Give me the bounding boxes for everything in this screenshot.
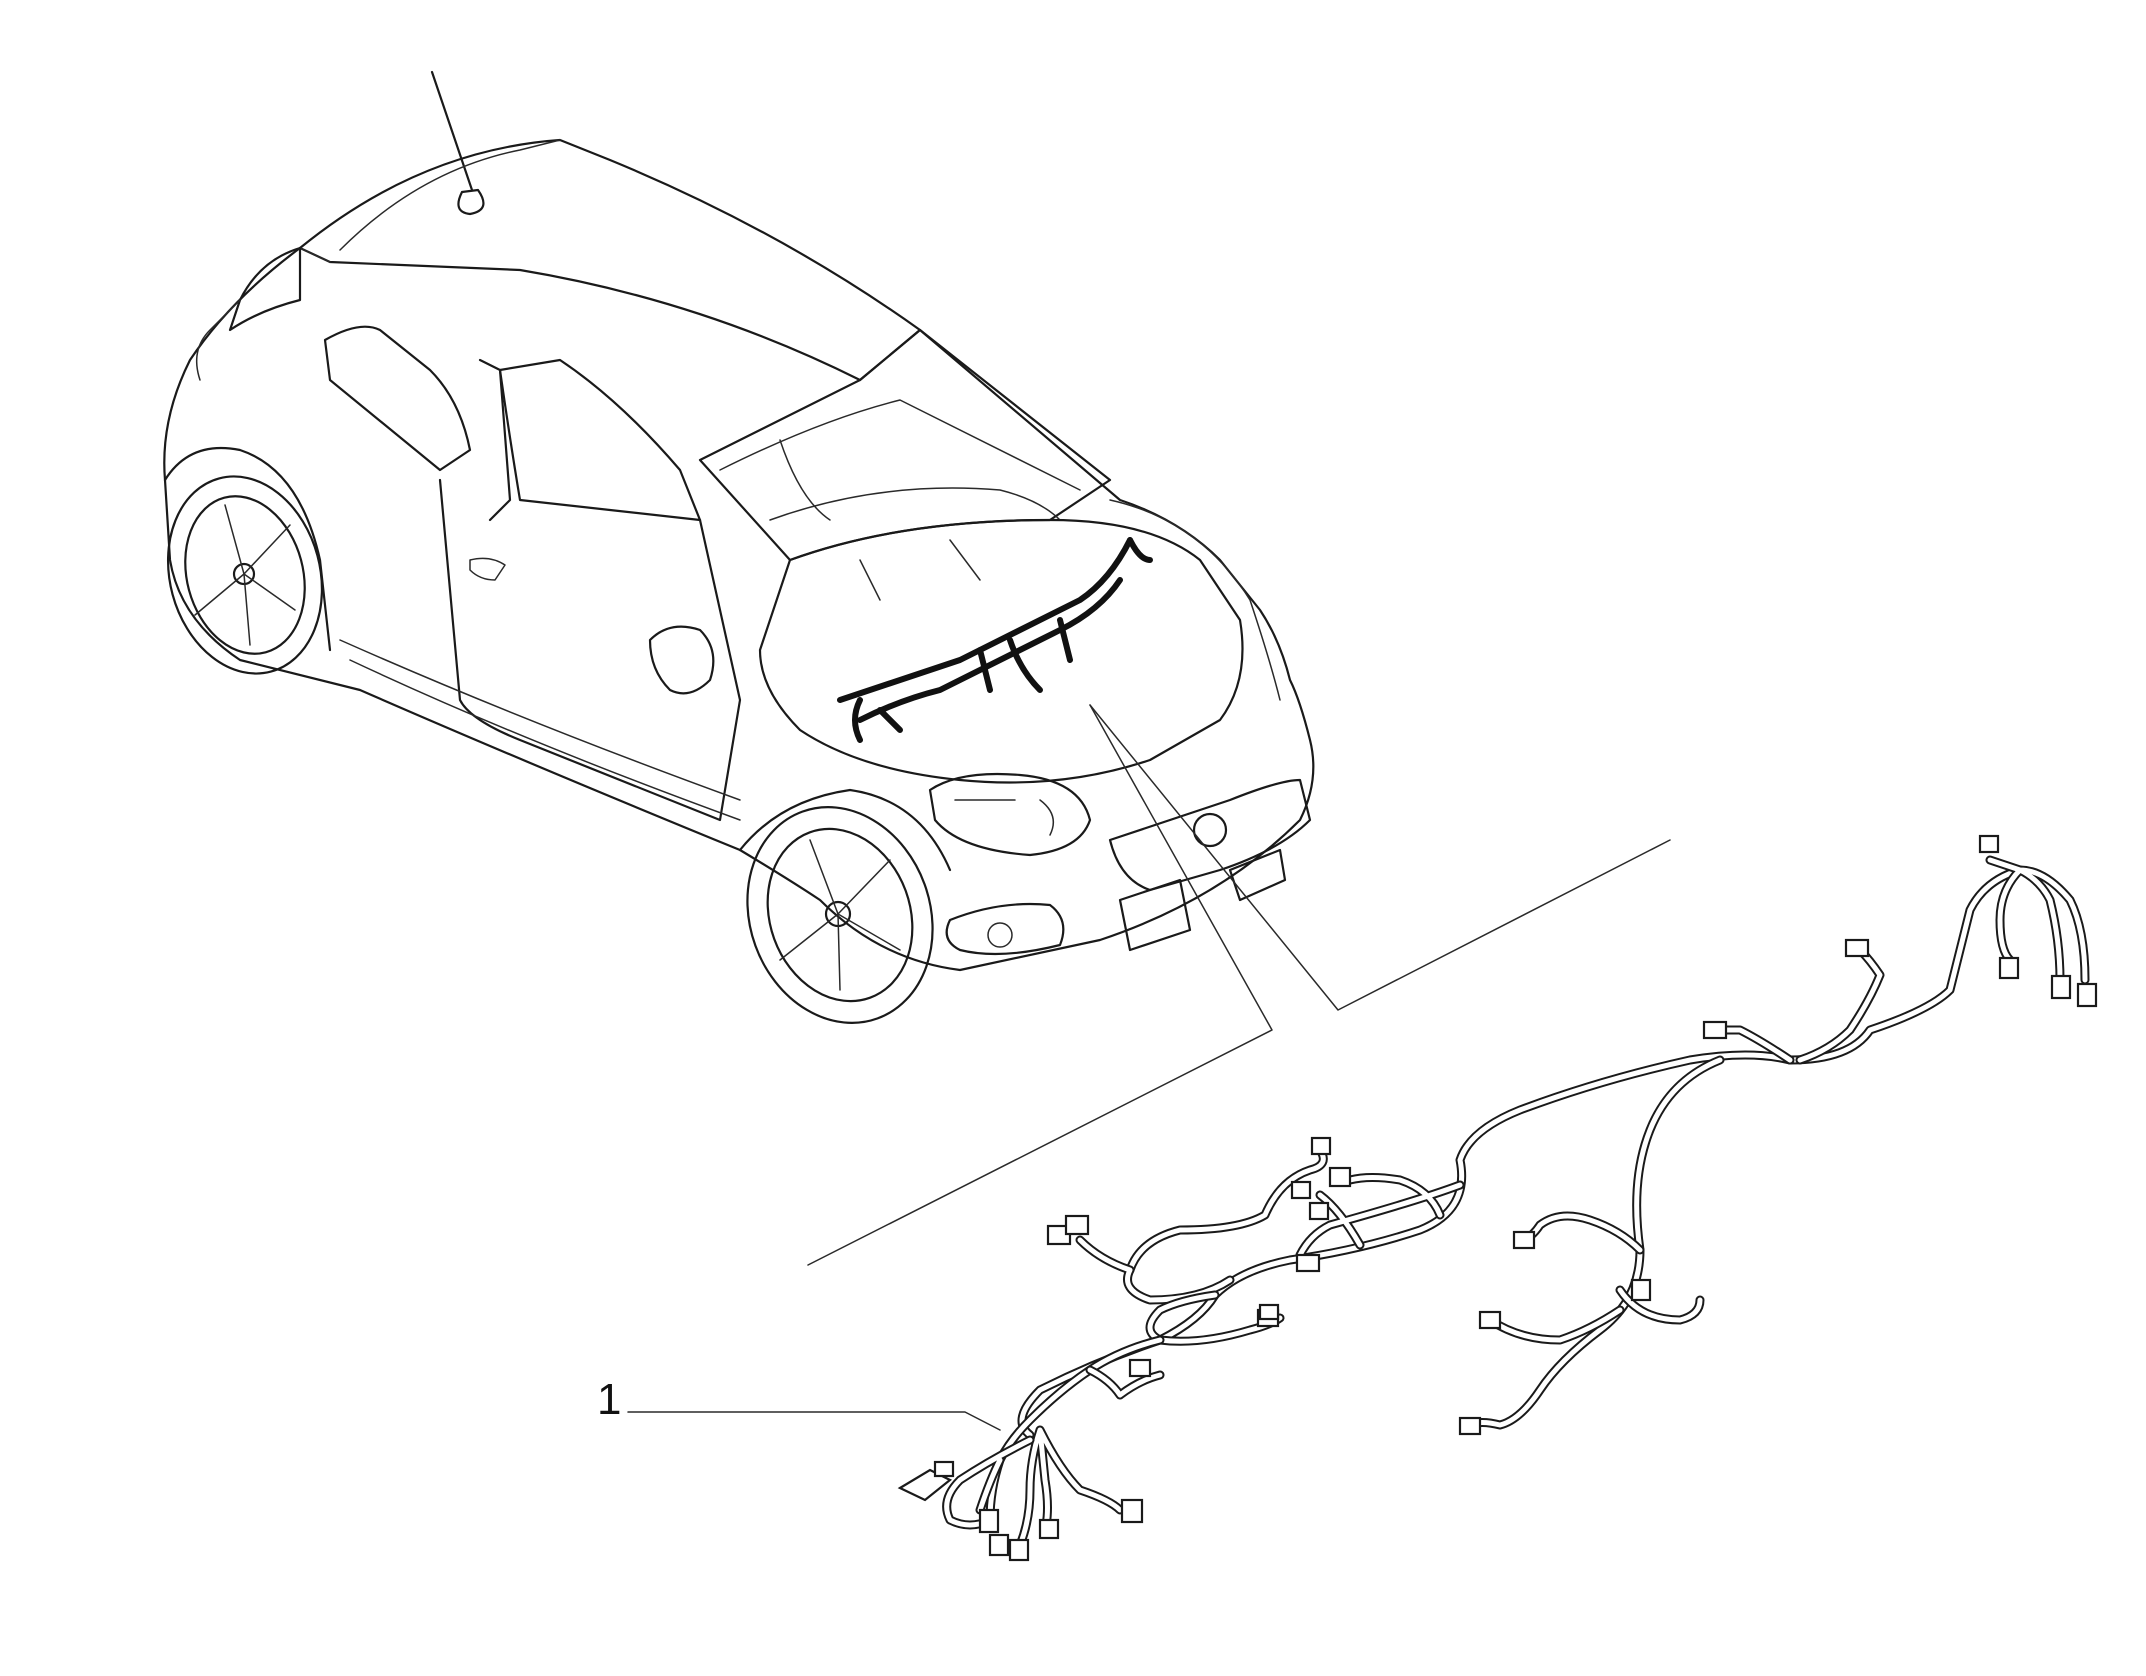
leader-lines xyxy=(807,704,1671,1266)
car-outline-icon xyxy=(163,70,1315,1024)
callout-1: 1 xyxy=(597,1375,1001,1431)
callout-label-1: 1 xyxy=(597,1375,621,1424)
wiring-harness-icon xyxy=(897,834,2098,1562)
